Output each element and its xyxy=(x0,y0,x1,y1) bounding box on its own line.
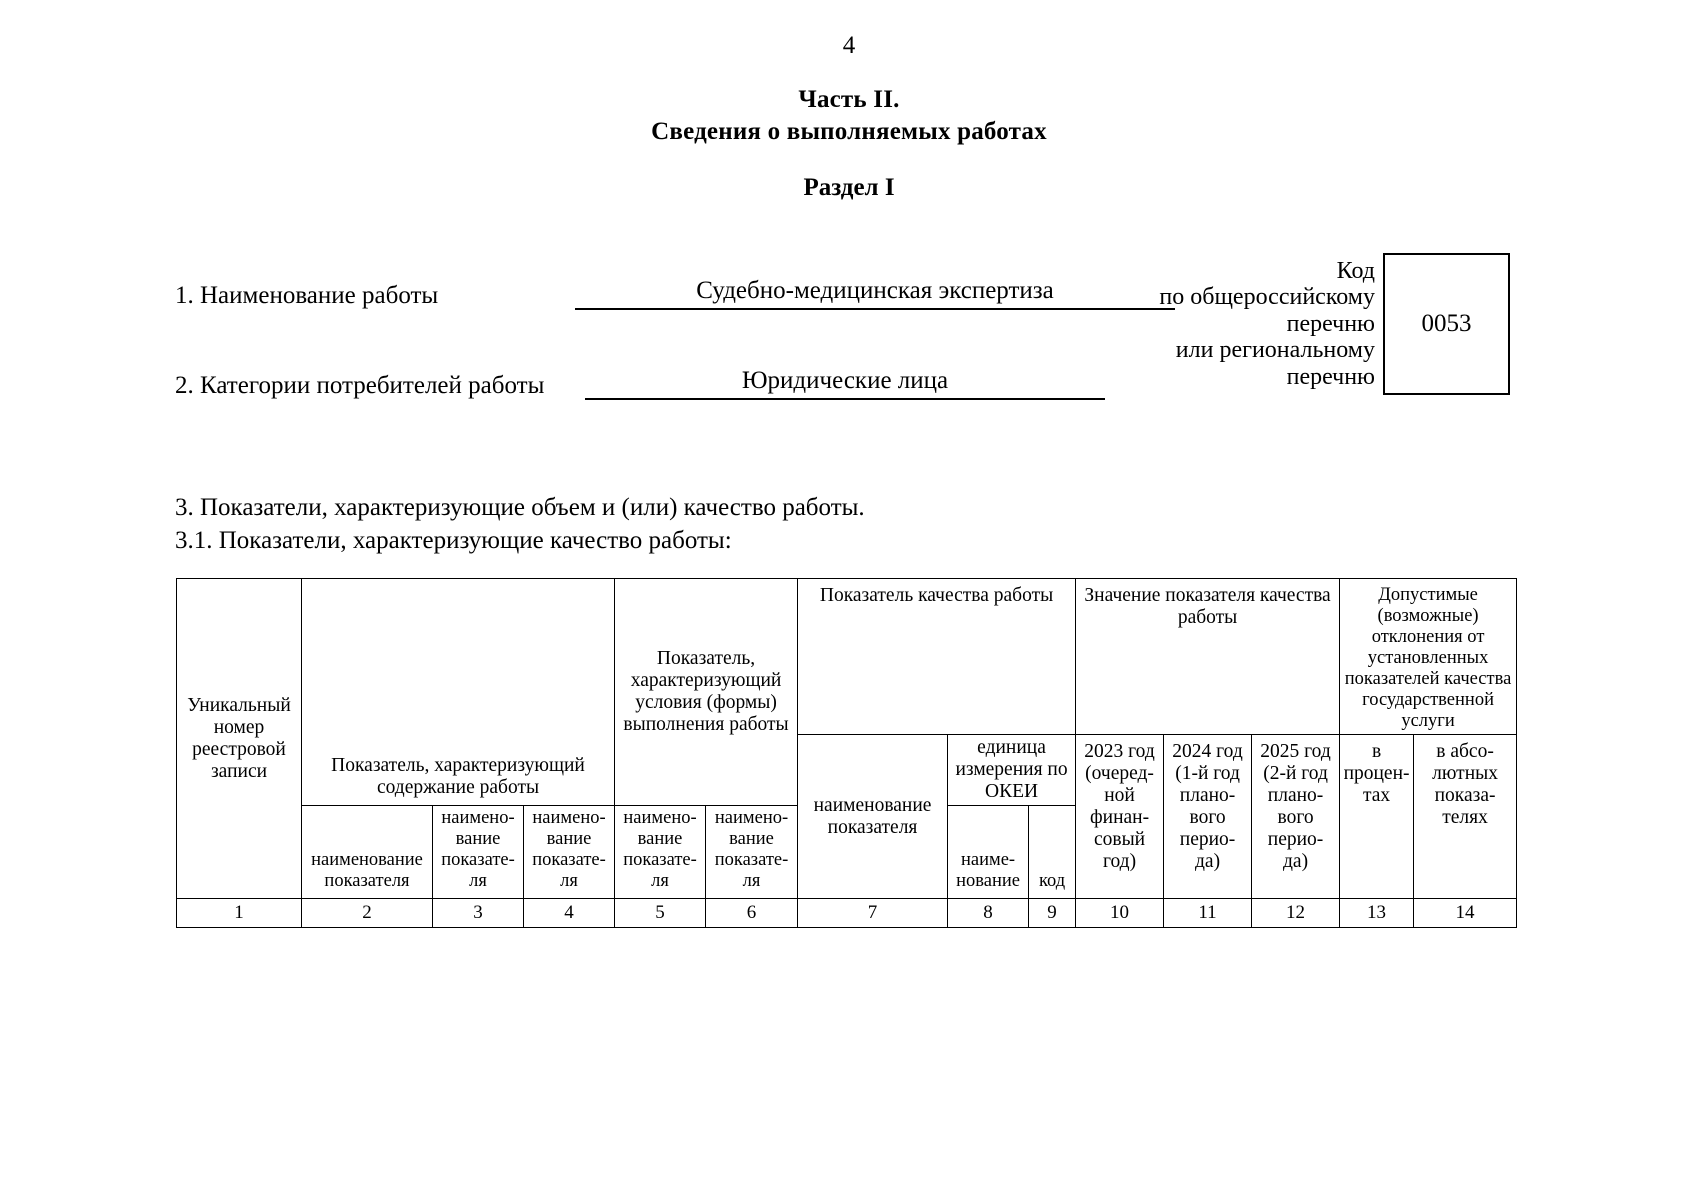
code-caption-line-5: перечню xyxy=(1286,363,1375,390)
header-quality-value: Значение показателя качества работы xyxy=(1075,578,1341,735)
column-number-5: 5 xyxy=(614,898,707,928)
column-number-9: 9 xyxy=(1028,898,1077,928)
column-number-14: 14 xyxy=(1413,898,1518,928)
code-caption-line-2: по общероссийскому xyxy=(1159,284,1375,311)
header-year-2025: 2025 год (2-й год плано- вого перио- да) xyxy=(1251,734,1341,899)
column-number-3: 3 xyxy=(432,898,524,928)
code-caption-line-3: перечню xyxy=(1286,310,1375,337)
header-content-indicator: Показатель, характеризующий содержание р… xyxy=(300,578,616,806)
section-title: Раздел I xyxy=(803,174,895,201)
table-header-row-3: наименование показателя наимено- вание п… xyxy=(177,805,1517,899)
consumers-value: Юридические лица xyxy=(585,367,1105,400)
header-unique-registry-number: Уникальный номер реестровой записи xyxy=(176,578,302,899)
part-title: Часть II. xyxy=(798,86,900,113)
header-conditions-indicator-name-2: наимено- вание показате- ля xyxy=(705,805,799,899)
code-value-box: 0053 xyxy=(1383,253,1510,395)
column-number-10: 10 xyxy=(1075,898,1165,928)
work-name-row: 1. Наименование работы Судебно-медицинск… xyxy=(175,277,1175,310)
header-deviation-percent: в процен- тах xyxy=(1339,734,1415,899)
header-content-indicator-name-1: наименование показателя xyxy=(301,805,433,899)
table-column-numbers-row: 1 2 3 4 5 6 7 8 9 10 11 12 13 14 xyxy=(176,898,1518,928)
column-number-2: 2 xyxy=(301,898,433,928)
consumers-label: 2. Категории потребителей работы xyxy=(175,372,545,399)
work-name-value: Судебно-медицинская экспертиза xyxy=(575,277,1175,310)
column-number-6: 6 xyxy=(705,898,799,928)
table-header-row-1: Уникальный номер реестровой записи Показ… xyxy=(176,578,1518,899)
paragraph-item-3-1: 3.1. Показатели, характеризующие качеств… xyxy=(175,527,732,554)
consumers-row: 2. Категории потребителей работы Юридиче… xyxy=(175,367,1105,400)
code-block: Код по общероссийскому перечню или регио… xyxy=(1150,253,1510,395)
part-subtitle: Сведения о выполняемых работах xyxy=(651,118,1047,145)
column-number-4: 4 xyxy=(522,898,616,928)
table-header-row-2: наименование показателя единица измерени… xyxy=(177,734,1518,899)
header-unit-code: код xyxy=(1028,805,1077,899)
header-quality-indicator: Показатель качества работы xyxy=(797,578,1077,735)
column-number-1: 1 xyxy=(176,898,302,928)
header-conditions-indicator: Показатель, характеризующий условия (фор… xyxy=(614,578,799,806)
header-year-2024: 2024 год (1-й год плано- вого перио- да) xyxy=(1163,734,1253,899)
header-quality-indicator-name: наименование показателя xyxy=(797,734,949,899)
header-unit-name: наиме- нование xyxy=(947,805,1030,899)
column-number-7: 7 xyxy=(797,898,949,928)
column-number-11: 11 xyxy=(1163,898,1253,928)
header-content-indicator-name-2: наимено- вание показате- ля xyxy=(432,805,524,899)
header-year-2023: 2023 год (очеред- ной финан- совый год) xyxy=(1075,734,1165,899)
column-number-12: 12 xyxy=(1251,898,1341,928)
paragraph-item-3: 3. Показатели, характеризующие объем и (… xyxy=(175,494,865,521)
header-content-indicator-name-3: наимено- вание показате- ля xyxy=(522,805,616,899)
header-conditions-indicator-name-1: наимено- вание показате- ля xyxy=(614,805,707,899)
work-name-label: 1. Наименование работы xyxy=(175,282,439,309)
header-deviation-absolute: в абсо- лютных показа- телях xyxy=(1413,734,1518,899)
header-allowed-deviations: Допустимые (возможные) отклонения от уст… xyxy=(1339,578,1518,735)
code-caption: Код по общероссийскому перечню или регио… xyxy=(1150,258,1383,391)
code-caption-line-1: Код xyxy=(1336,257,1375,284)
column-number-8: 8 xyxy=(947,898,1030,928)
header-unit-okei: единица измерения по ОКЕИ xyxy=(947,734,1077,806)
quality-indicators-table: Уникальный номер реестровой записи Показ… xyxy=(176,578,1518,928)
code-caption-line-4: или региональному xyxy=(1175,337,1375,364)
page-number: 4 xyxy=(842,32,856,59)
column-number-13: 13 xyxy=(1339,898,1415,928)
